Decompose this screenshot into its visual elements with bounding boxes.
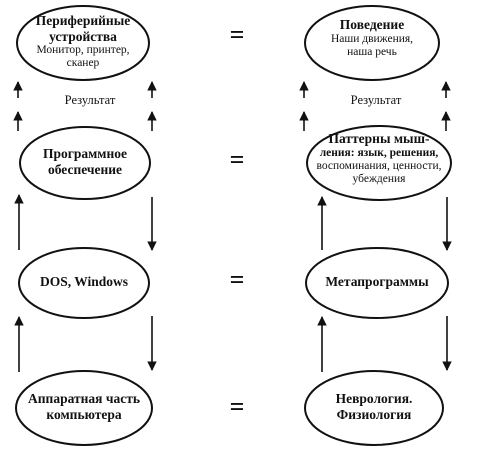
- node-neurology: Неврология. Физиология: [305, 391, 443, 422]
- behavior-sub-1: Наши движения,: [330, 32, 414, 45]
- node-hardware: Аппаратная часть компьютера: [16, 391, 152, 422]
- software-title-1: Программное: [42, 146, 128, 161]
- node-software: Программное обеспечение: [20, 146, 150, 177]
- patterns-title-3: воспоминания, ценности,: [316, 159, 442, 172]
- patterns-title-4: убеждения: [352, 172, 406, 185]
- peripherals-sub-1: Монитор, принтер,: [36, 44, 130, 57]
- peripherals-title-2: устройства: [49, 28, 117, 44]
- metaprograms-title: Метапрограммы: [325, 274, 429, 289]
- ellipse-peripherals: [16, 5, 150, 81]
- ellipse-metaprograms: [305, 247, 449, 319]
- neurology-title-1: Неврология.: [335, 391, 413, 406]
- hardware-title-1: Аппаратная часть: [28, 391, 140, 406]
- equals-sign-2: =: [229, 145, 245, 174]
- equals-sign-1: =: [229, 20, 245, 49]
- behavior-title: Поведение: [339, 17, 405, 32]
- ellipse-behavior: [304, 5, 440, 81]
- node-os: DOS, Windows: [19, 274, 149, 290]
- node-peripherals: Периферийные устройства Монитор, принтер…: [17, 13, 149, 70]
- equals-sign-3: =: [229, 265, 245, 294]
- node-patterns: Паттерны мыш- ления: язык, решения, восп…: [307, 131, 451, 186]
- ellipse-software: [19, 126, 151, 200]
- os-title: DOS, Windows: [39, 274, 129, 289]
- node-behavior: Поведение Наши движения, наша речь: [307, 17, 437, 59]
- equals-sign-4: =: [229, 392, 245, 421]
- behavior-sub-2: наша речь: [347, 45, 397, 58]
- node-metaprograms: Метапрограммы: [310, 274, 444, 290]
- peripherals-title-1: Периферийные: [35, 13, 131, 28]
- left-result-label: Результат: [64, 93, 116, 107]
- software-title-2: обеспечение: [47, 161, 123, 177]
- ellipse-hardware: [15, 370, 153, 446]
- patterns-title-1: Паттерны мыш-: [328, 131, 430, 146]
- patterns-title-2: ления: язык, решения,: [319, 146, 439, 159]
- right-result-label: Результат: [350, 93, 402, 107]
- neurology-title-2: Физиология: [336, 406, 412, 422]
- peripherals-sub-2: сканер: [66, 57, 100, 70]
- ellipse-patterns: [306, 125, 452, 201]
- ellipse-os: [18, 247, 150, 319]
- ellipse-neurology: [304, 370, 444, 446]
- hardware-title-2: компьютера: [46, 406, 122, 422]
